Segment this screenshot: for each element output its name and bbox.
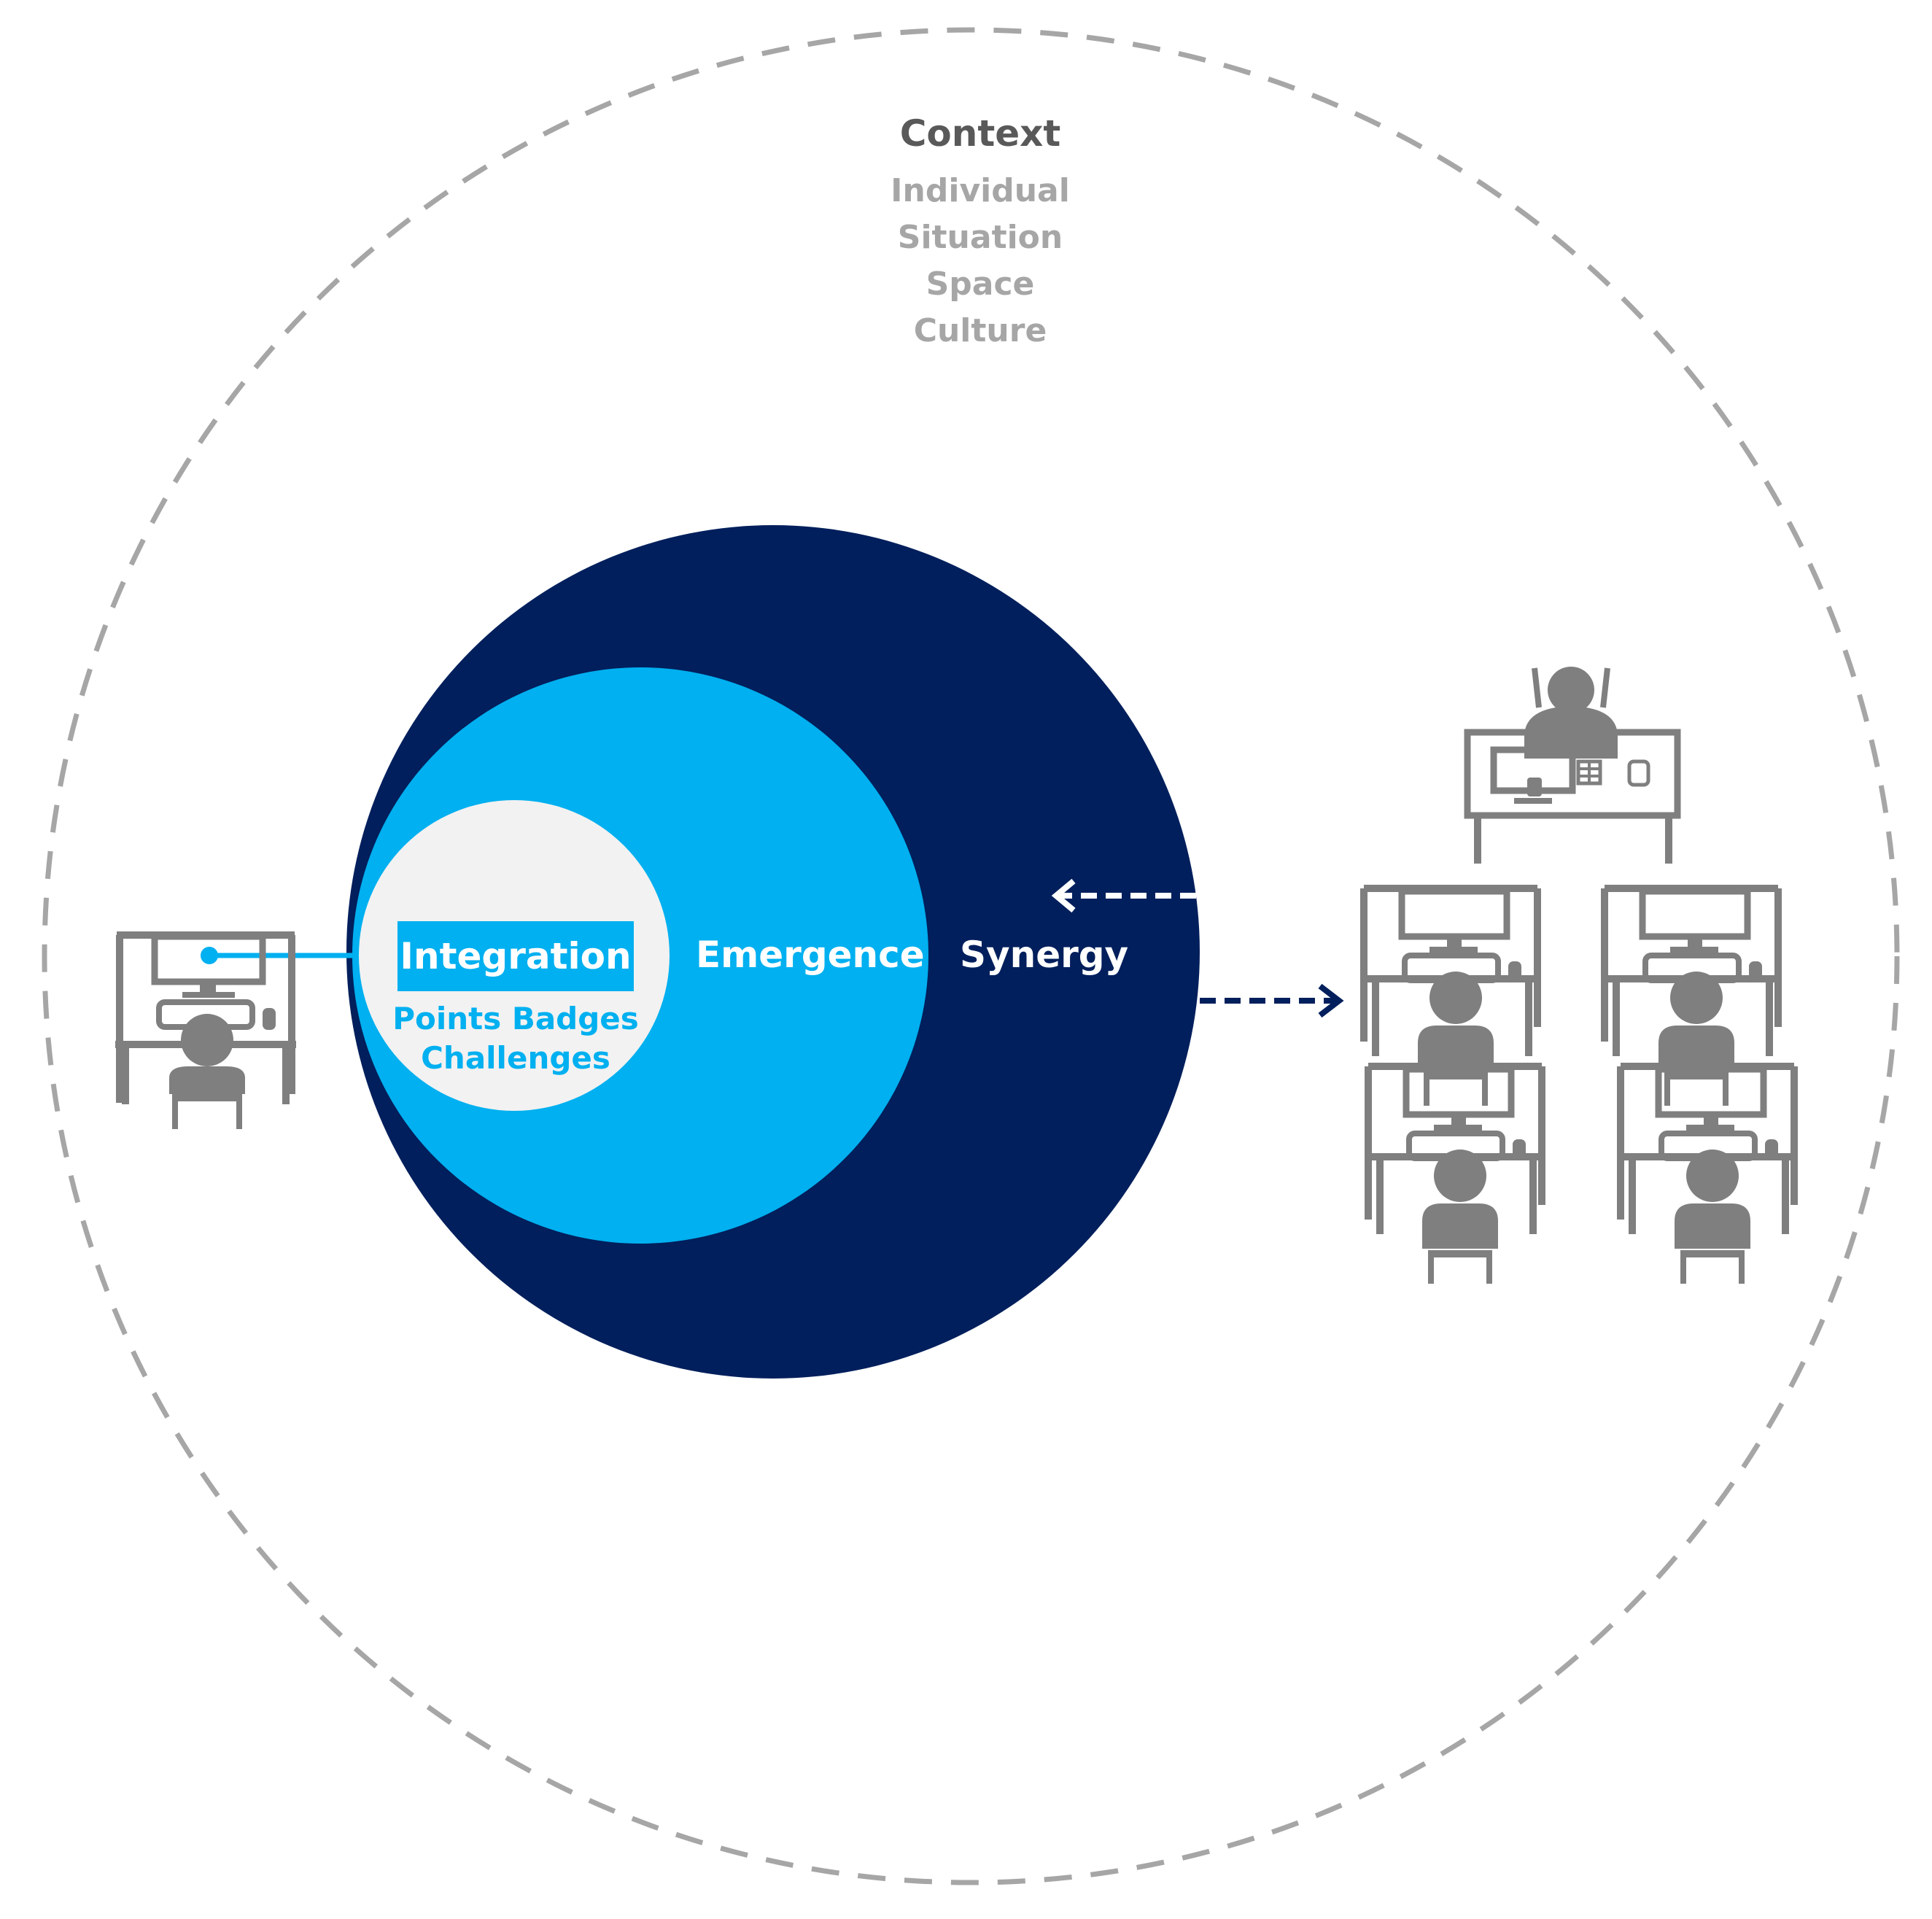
context-item-culture: Culture — [913, 312, 1047, 349]
context-item-situation: Situation — [897, 219, 1063, 256]
connector-dot — [201, 947, 218, 964]
student-desk-4 — [1621, 1066, 1794, 1284]
student-desk-2 — [1605, 888, 1778, 1106]
classroom-group-icon — [1364, 888, 1794, 1284]
arrow-to-synergy — [1051, 878, 1196, 913]
context-item-space: Space — [926, 265, 1035, 303]
context-title: Context — [899, 112, 1061, 155]
context-boundary — [42, 27, 1900, 1885]
integration-label: Integration — [397, 921, 634, 991]
emergence-label: Emergence — [696, 934, 925, 976]
student-desk-3 — [1368, 1066, 1542, 1284]
integration-elements-line1: Points Badges — [392, 1001, 639, 1036]
instructor-desk-icon — [1464, 667, 1681, 864]
synergy-label: Synergy — [960, 934, 1129, 976]
context-item-individual: Individual — [891, 172, 1070, 209]
arrow-to-group — [1200, 983, 1344, 1018]
person-at-computer-desk-icon — [115, 931, 296, 1129]
integration-elements-line2: Challenges — [421, 1040, 610, 1076]
